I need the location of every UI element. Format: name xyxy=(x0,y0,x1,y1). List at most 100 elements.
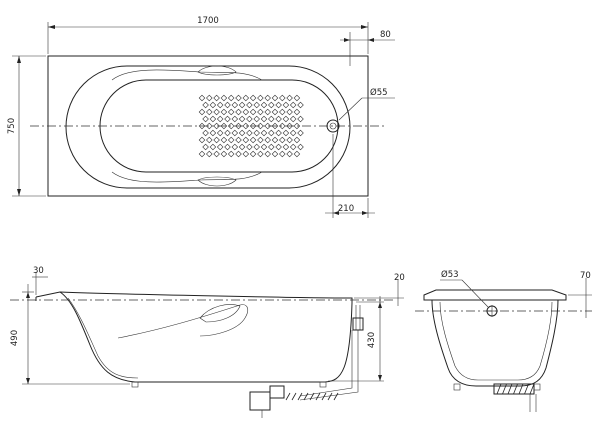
end-rim xyxy=(423,289,567,301)
pipe-hatching xyxy=(285,392,339,401)
anti-slip-dot xyxy=(216,129,224,137)
anti-slip-dot xyxy=(220,150,228,158)
waste-pipe xyxy=(299,330,359,401)
anti-slip-dot xyxy=(264,122,271,130)
anti-slip-dot xyxy=(227,94,235,102)
anti-slip-dot xyxy=(227,122,235,130)
hatch-line xyxy=(529,383,535,395)
anti-slip-dot xyxy=(224,143,231,151)
anti-slip-dot xyxy=(289,101,297,109)
tub-rim-oval xyxy=(65,65,351,189)
anti-slip-dot xyxy=(253,115,260,123)
anti-slip-dot xyxy=(264,108,271,116)
anti-slip-dot xyxy=(216,143,224,151)
anti-slip-dot xyxy=(246,115,253,123)
anti-slip-dot xyxy=(257,136,264,144)
anti-slip-dot xyxy=(231,101,239,109)
anti-slip-dot xyxy=(282,115,290,123)
leader-overflow xyxy=(461,279,489,308)
anti-slip-dot xyxy=(235,150,242,158)
anti-slip-dot xyxy=(235,94,242,102)
arrow xyxy=(361,25,368,29)
anti-slip-dot xyxy=(293,150,301,158)
anti-slip-dot xyxy=(238,115,246,123)
dim-drain-height-label: 430 xyxy=(367,332,377,348)
anti-slip-dot xyxy=(224,129,231,137)
arrow xyxy=(333,211,339,215)
hatch-line xyxy=(327,392,333,401)
anti-slip-dot xyxy=(257,150,264,158)
arrow xyxy=(362,211,368,215)
end-waste-hatching xyxy=(496,383,535,395)
handle-bottom xyxy=(197,176,237,187)
anti-slip-dot xyxy=(268,101,275,109)
anti-slip-dot xyxy=(286,94,293,102)
anti-slip-dot xyxy=(286,108,293,116)
anti-slip-dot xyxy=(213,108,220,116)
anti-slip-dot xyxy=(279,136,286,144)
anti-slip-dot xyxy=(282,101,290,109)
anti-slip-dot xyxy=(202,115,209,123)
anti-slip-dot xyxy=(209,115,217,123)
anti-slip-dot xyxy=(257,94,264,102)
drain-inner xyxy=(329,122,337,130)
anti-slip-dot xyxy=(198,94,206,102)
drain-hole xyxy=(326,119,340,133)
dim-length-label: 1700 xyxy=(197,16,219,26)
anti-slip-dot xyxy=(249,108,257,116)
anti-slip-dot xyxy=(279,108,286,116)
anti-slip-dot xyxy=(220,94,228,102)
anti-slip-dot xyxy=(293,136,301,144)
anti-slip-dot xyxy=(246,143,253,151)
anti-slip-dot xyxy=(238,129,246,137)
anti-slip-dot xyxy=(220,122,228,130)
anti-slip-dot xyxy=(260,115,268,123)
dim-rim-thickness-label: 30 xyxy=(33,266,44,276)
anti-slip-dot xyxy=(242,150,250,158)
anti-slip-dot xyxy=(249,122,257,130)
hatch-line xyxy=(285,392,291,401)
hatch-line xyxy=(502,383,507,395)
anti-slip-dot xyxy=(297,115,304,123)
anti-slip-dot xyxy=(293,94,301,102)
anti-slip-dot xyxy=(224,101,231,109)
dim-height-label: 490 xyxy=(10,330,20,346)
anti-slip-dot xyxy=(297,101,304,109)
anti-slip-dot xyxy=(268,115,275,123)
hatch-line xyxy=(496,383,502,395)
anti-slip-dot xyxy=(260,129,268,137)
anti-slip-dot xyxy=(198,108,206,116)
side-view: 30 490 20 430 xyxy=(10,266,405,418)
anti-slip-dot xyxy=(286,122,293,130)
hatch-line xyxy=(513,383,518,395)
anti-slip-dot xyxy=(231,143,239,151)
anti-slip-dot xyxy=(246,101,253,109)
leader-drain xyxy=(338,97,363,121)
anti-slip-dot xyxy=(235,108,242,116)
hatch-line xyxy=(309,392,315,401)
anti-slip-dot xyxy=(286,136,293,144)
anti-slip-dot xyxy=(242,136,250,144)
hatch-line xyxy=(303,392,309,401)
anti-slip-dot xyxy=(209,143,217,151)
dim-rim-label: 80 xyxy=(380,30,391,40)
anti-slip-dot xyxy=(227,136,235,144)
anti-slip-dot xyxy=(213,122,220,130)
anti-slip-dot xyxy=(231,115,239,123)
anti-slip-dot xyxy=(279,150,286,158)
end-body xyxy=(431,299,559,387)
anti-slip-dot xyxy=(227,108,235,116)
anti-slip-dot xyxy=(293,122,301,130)
anti-slip-dot xyxy=(279,94,286,102)
end-view: Ø53 70 xyxy=(415,269,592,412)
anti-slip-dot xyxy=(216,101,224,109)
anti-slip-dot xyxy=(246,129,253,137)
anti-slip-dot xyxy=(271,94,279,102)
end-foot xyxy=(533,383,541,391)
anti-slip-pattern xyxy=(198,94,304,158)
arrow xyxy=(17,56,21,63)
anti-slip-dot xyxy=(213,150,220,158)
anti-slip-dot xyxy=(242,108,250,116)
side-foot xyxy=(319,381,327,388)
